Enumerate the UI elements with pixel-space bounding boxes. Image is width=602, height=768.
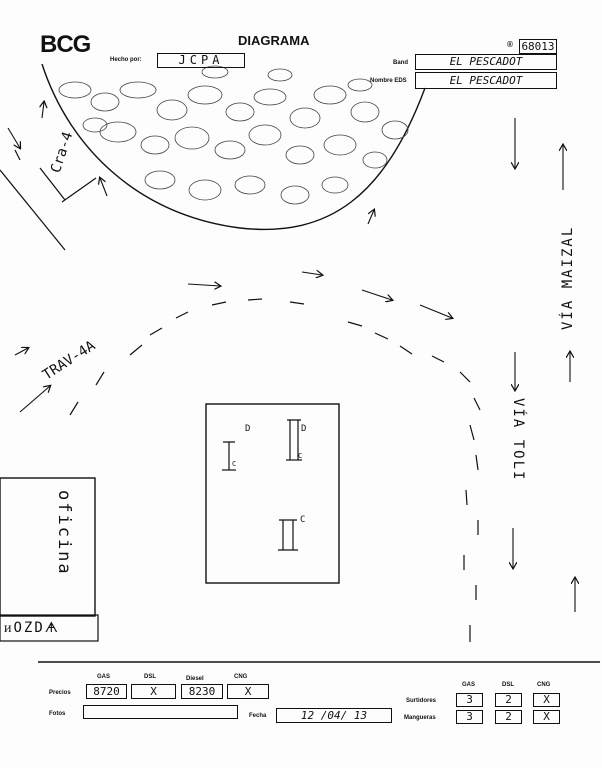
surt-gas-field[interactable]: 3	[456, 693, 483, 707]
precios-label: Precios	[49, 690, 71, 696]
hecho-por-value: JCPA	[178, 54, 224, 66]
logo: BCG	[40, 31, 91, 58]
mang-cng-field[interactable]: X	[533, 710, 560, 724]
surtidores-label: Surtidores	[406, 698, 437, 704]
precio-diesel-field[interactable]: 8230	[181, 684, 223, 699]
col-diesel-header: Diesel	[186, 676, 204, 682]
mang-cng-value: X	[543, 711, 550, 723]
band-value: EL PESCADOT	[449, 56, 523, 68]
fotos-field[interactable]	[83, 705, 238, 719]
id-field[interactable]: 68013	[519, 39, 557, 54]
label-bottom-left: ᴎOZDᗗ	[4, 620, 60, 636]
precio-diesel-value: 8230	[188, 686, 216, 698]
pump-2-small: C	[298, 452, 303, 460]
fecha-value: 12 /04/ 13	[300, 710, 368, 722]
label-oficina: oficina	[54, 490, 74, 576]
mang-dsl-field[interactable]: 2	[495, 710, 522, 724]
mang-gas-value: 3	[466, 711, 473, 723]
precio-cng-value: X	[244, 686, 252, 698]
fecha-field[interactable]: 12 /04/ 13	[276, 708, 392, 723]
mang-dsl-value: 2	[505, 711, 512, 723]
precio-gas-field[interactable]: 8720	[86, 684, 127, 699]
pump-1-small: C	[232, 460, 237, 468]
surt-cng-header: CNG	[537, 682, 551, 688]
fotos-label: Fotos	[49, 711, 66, 717]
canopy-scribble	[58, 65, 409, 205]
bottom-left-rect	[0, 614, 99, 642]
left-street-lines	[0, 149, 97, 251]
canopy-outline	[41, 63, 426, 231]
label-via-center: VÍA TOLI	[510, 398, 526, 482]
label-via-right: VÍA MAIZAL	[560, 225, 576, 330]
surt-dsl-header: DSL	[502, 682, 514, 688]
island-rect	[205, 403, 340, 584]
col-dsl-header: DSL	[144, 674, 156, 680]
surt-cng-field[interactable]: X	[533, 693, 560, 707]
surt-gas-value: 3	[466, 694, 473, 706]
id-symbol: ®	[507, 40, 513, 49]
surt-dsl-value: 2	[505, 694, 512, 706]
precio-dsl-value: X	[150, 686, 157, 698]
col-gas-header: GAS	[97, 674, 111, 680]
precio-dsl-field[interactable]: X	[131, 684, 176, 699]
surt-gas-header: GAS	[462, 682, 476, 688]
hecho-por-field[interactable]: JCPA	[157, 53, 245, 68]
surt-cng-value: X	[543, 694, 550, 706]
pump-1-label: D	[245, 424, 251, 434]
traffic-flow-dashes	[69, 298, 481, 642]
mangueras-label: Mangueras	[404, 715, 436, 721]
band-field[interactable]: EL PESCADOT	[415, 54, 557, 70]
fecha-label: Fecha	[249, 713, 267, 719]
page-title: DIAGRAMA	[238, 33, 310, 48]
id-value: 68013	[521, 41, 555, 53]
col-cng-header: CNG	[234, 674, 248, 680]
pump-3-small: C	[300, 515, 306, 525]
surt-dsl-field[interactable]: 2	[495, 693, 522, 707]
band-label: Band	[393, 60, 408, 66]
nombre-eds-value: EL PESCADOT	[449, 75, 523, 87]
office-rect	[0, 477, 96, 617]
mang-gas-field[interactable]: 3	[456, 710, 483, 724]
precio-cng-field[interactable]: X	[227, 684, 269, 699]
direction-arrows	[7, 102, 575, 612]
nombre-eds-label: Nombre EDS	[370, 78, 407, 84]
precio-gas-value: 8720	[93, 686, 120, 698]
pump-2-label: D	[301, 424, 307, 434]
hecho-por-label: Hecho por:	[110, 57, 142, 63]
pumps	[222, 419, 302, 551]
nombre-eds-field[interactable]: EL PESCADOT	[415, 72, 557, 89]
